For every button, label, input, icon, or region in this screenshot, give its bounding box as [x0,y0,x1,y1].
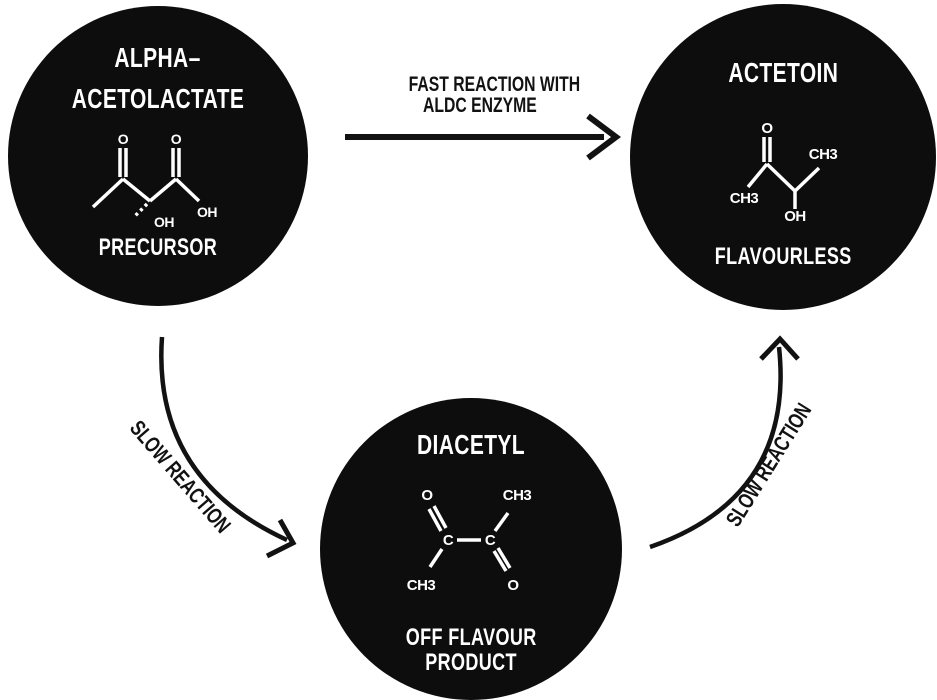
alpha-acetolactate-title-line1: ALPHA– [114,42,202,73]
alpha-acetolactate-caption: PRECURSOR [98,234,218,261]
bond-c2-c3 [148,177,178,203]
stereo-dashed-bond [133,202,149,218]
acetoin-structure: O CH3 CH3 OH [730,120,838,225]
node-alpha-acetolactate: ALPHA– ACETOLACTATE O O OH OH PRECURSOR [8,6,308,306]
bond-ch-methyl [793,166,821,193]
diacetyl-title: DIACETYL [417,429,525,460]
atom-label-o-top-left: O [421,487,433,504]
alpha-acetolactate-structure: O O OH OH [91,131,218,230]
slow-reaction-left-label: SLOW REACTION [124,415,236,538]
diacetyl-structure: O CH3 C C CH3 O [407,487,532,594]
double-bond-top-2 [432,505,448,529]
slow-reaction-left-arrowhead-icon [265,518,297,559]
slow-reaction-right-label: SLOW REACTION [720,398,817,531]
atom-label-oh-bottom: OH [784,208,806,225]
atom-label-c-right: C [485,532,496,549]
double-bond-bottom-2 [496,547,512,569]
fast-reaction-label-line1: FAST REACTION WITH [408,73,581,96]
bond-c3-oh [174,177,201,203]
double-bond-bottom-1 [492,550,508,572]
fast-reaction-label: FAST REACTION WITH ALDC ENZYME [380,74,580,116]
fast-reaction-arrow [345,113,621,161]
atom-label-o-right: O [171,131,182,147]
slow-reaction-right-arrowhead-icon [759,335,800,361]
atom-label-oh-center: OH [154,214,174,230]
atom-label-ch3-right: CH3 [809,146,838,163]
acetoin-title: ACTETOIN [728,57,838,88]
bond-c1-c2 [121,177,152,203]
diacetyl-caption: OFF FLAVOUR PRODUCT [320,625,622,675]
bond-methyl [91,177,125,209]
atom-label-ch3-bottom-left: CH3 [407,577,436,594]
atom-label-ch3-top-right: CH3 [503,487,532,504]
bond-methyl-bottom [428,548,444,568]
diacetyl-caption-line1: OFF FLAVOUR [405,624,537,651]
alpha-acetolactate-title: ALPHA– ACETOLACTATE [8,37,308,119]
atom-label-o-top: O [761,120,773,137]
bond-carbonyl-methyl [746,162,769,189]
acetoin-caption: FLAVOURLESS [714,243,852,270]
atom-label-o-left: O [118,131,129,147]
node-acetoin: ACTETOIN O CH3 CH3 OH FLAVOURLESS [630,4,936,310]
fast-reaction-arrowhead-icon [586,113,621,161]
diacetyl-caption-line2: PRODUCT [425,649,517,676]
node-diacetyl: DIACETYL O CH3 C C CH3 O OFF FLAVOUR PRO… [320,398,622,700]
fast-reaction-label-line2: ALDC ENZYME [423,94,537,117]
slow-reaction-right-curve [649,346,783,550]
bond-methyl-top [493,511,510,533]
double-bond-top-1 [427,508,443,532]
atom-label-c-left: C [443,532,454,549]
alpha-acetolactate-title-line2: ACETOLACTATE [71,83,245,114]
atom-label-o-bottom-right: O [507,577,519,594]
bond-carbonyl-ch [765,162,797,193]
atom-label-oh-right: OH [197,204,217,220]
atom-label-ch3-left: CH3 [730,190,759,207]
